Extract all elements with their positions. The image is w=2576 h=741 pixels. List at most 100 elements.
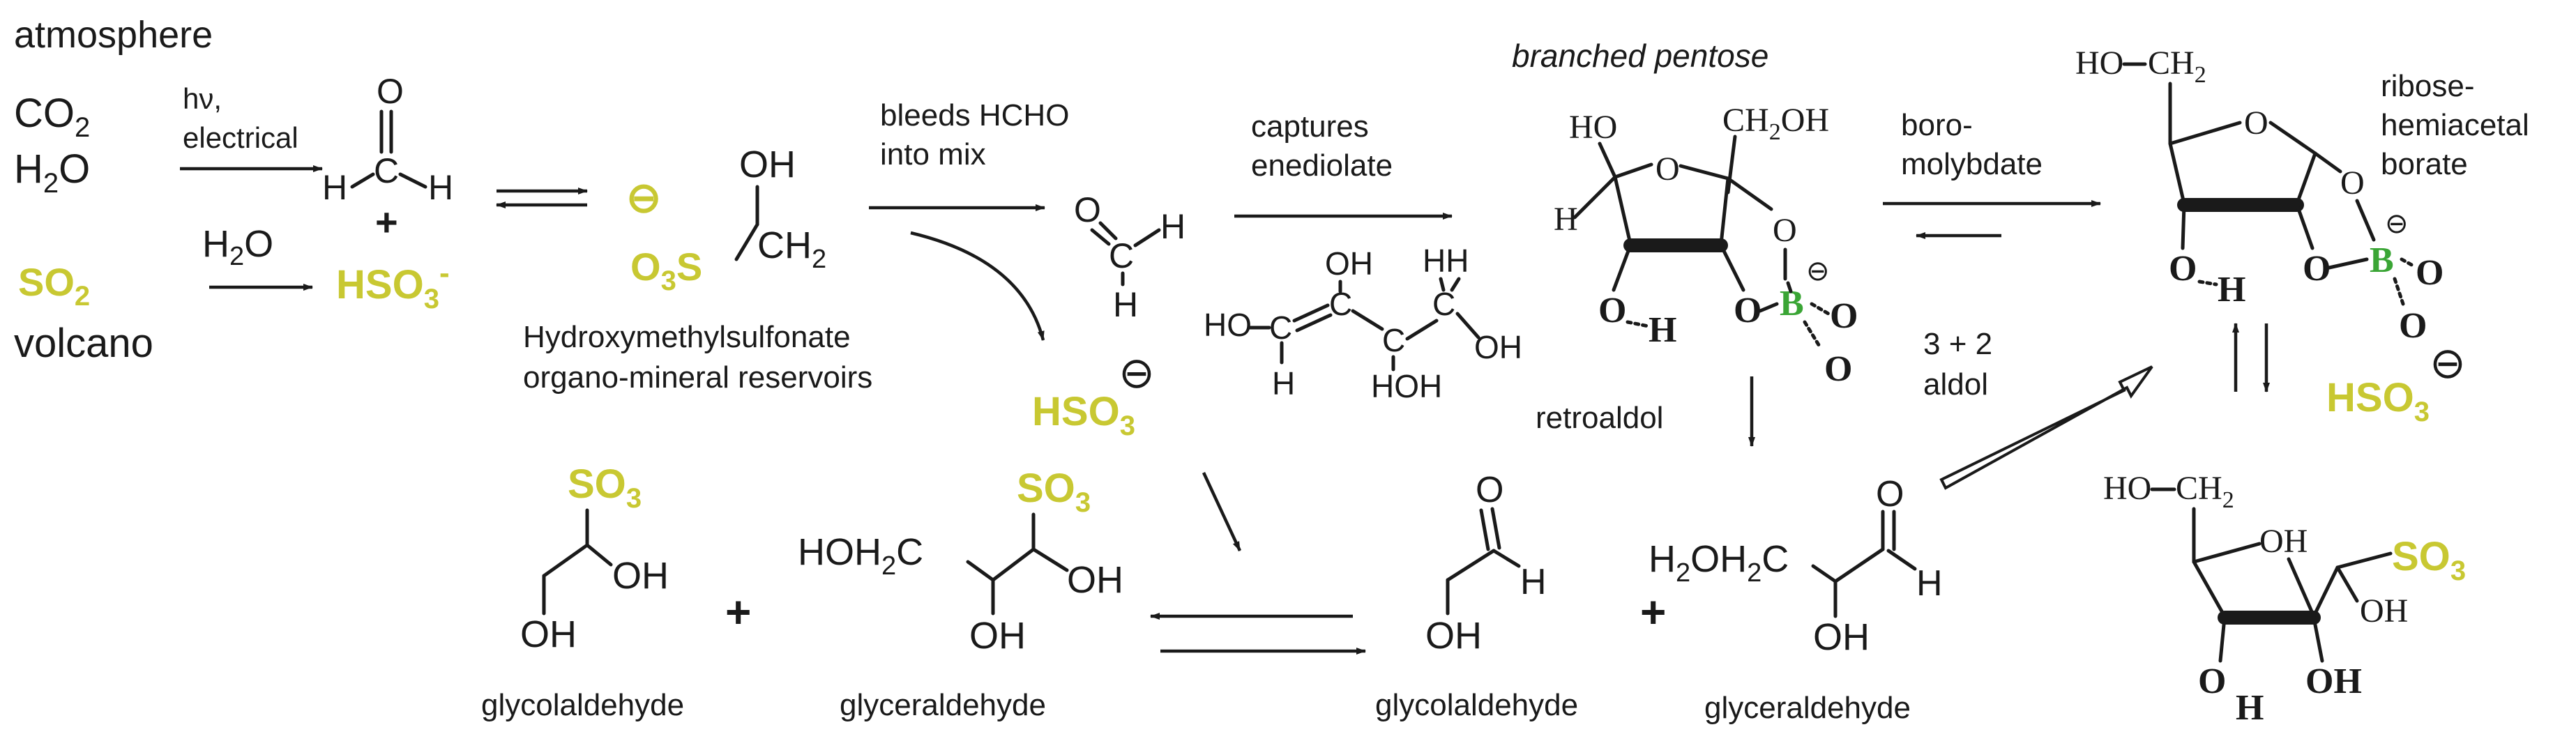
atom-hoh2c: HOH2C bbox=[798, 531, 923, 581]
atom-o: O bbox=[1876, 474, 1904, 514]
boro-label-1: boro- bbox=[1901, 108, 1973, 142]
atom-ho: HO bbox=[2103, 470, 2151, 507]
glyceraldehyde-molecule: H2OH2C OH O H glyceraldehyde bbox=[1649, 474, 1943, 725]
atom-so3: SO3 bbox=[1017, 466, 1091, 518]
atom-oh-2: OH bbox=[2360, 593, 2408, 629]
plus-sign: + bbox=[1640, 587, 1666, 637]
atom-o-ester: O bbox=[1773, 212, 1797, 249]
ribose-borate-molecule: HO CH2 O O ribose- hemiacetal borate O H… bbox=[2075, 45, 2529, 427]
aldol-hollow-arrow bbox=[1939, 365, 2153, 490]
sulfonate-caption-2: organo-mineral reservoirs bbox=[523, 360, 872, 395]
co2-label: CO2 bbox=[14, 91, 90, 143]
ribose-sulfonate-molecule: HO CH2 OH SO3 OH O H OH bbox=[2103, 470, 2466, 728]
atom-o: O bbox=[1476, 470, 1503, 510]
glycolaldehyde-name: glycolaldehyde bbox=[481, 688, 684, 722]
sources-group: atmosphere CO2 H2O SO2 volcano hν, elect… bbox=[14, 14, 323, 366]
atom-o-b2: O bbox=[2399, 306, 2427, 346]
ribose-label-2: hemiacetal bbox=[2381, 108, 2529, 142]
atom-oh-1: OH bbox=[2259, 523, 2308, 560]
atom-o-left: O bbox=[2169, 249, 2197, 289]
atom-c3: C bbox=[1382, 322, 1405, 358]
atom-o-b2: O bbox=[1824, 349, 1852, 389]
glyceraldehyde-sulfonate-molecule: SO3 OH OH HOH2C glyceraldehyde bbox=[798, 466, 1123, 722]
capture-label-1: captures bbox=[1251, 109, 1369, 144]
atom-h-bridge: H bbox=[1649, 310, 1676, 350]
atom-h-bottom: H bbox=[1272, 365, 1295, 402]
atom-oh-2: OH bbox=[520, 613, 577, 655]
electrical-label: electrical bbox=[183, 121, 298, 154]
atom-oh-bottom: OH bbox=[2305, 662, 2362, 701]
atom-ch2: CH2 bbox=[757, 224, 826, 274]
atom-o: O bbox=[377, 72, 404, 111]
ribose-label-3: borate bbox=[2381, 147, 2468, 181]
glycolaldehyde-name: glycolaldehyde bbox=[1375, 688, 1578, 722]
plus-sign: + bbox=[725, 587, 751, 637]
aldol-label-2: aldol bbox=[1923, 367, 1988, 402]
retroaldol-label: retroaldol bbox=[1536, 401, 1663, 435]
atom-h: H bbox=[1520, 562, 1547, 602]
atom-o-b1: O bbox=[2416, 253, 2444, 293]
glycolaldehyde-sulfonate-molecule: SO3 OH OH glycolaldehyde bbox=[481, 461, 684, 722]
hydroxymethylsulfonate-molecule: ⊖ OH CH2 O3S Hydroxymethylsulfonate orga… bbox=[523, 144, 872, 395]
atom-o: O bbox=[1074, 190, 1101, 229]
atom-oh: OH bbox=[739, 144, 796, 185]
atmosphere-label: atmosphere bbox=[14, 14, 213, 56]
atom-c: C bbox=[1109, 236, 1134, 275]
atom-h-left: H bbox=[322, 168, 347, 207]
h2o-label: H2O bbox=[14, 146, 90, 199]
bisulfite-addition-arrow bbox=[1202, 472, 1242, 551]
atom-o-bottom-right: O bbox=[1734, 291, 1761, 330]
atom-ho: HO bbox=[2075, 45, 2123, 82]
atom-h-left: H bbox=[1554, 201, 1578, 238]
equilibrium-arrow-2 bbox=[1150, 613, 1366, 655]
bisulfite-release-arrow bbox=[910, 231, 1045, 341]
atom-oh-right: OH bbox=[1474, 329, 1522, 365]
so2-label: SO2 bbox=[18, 260, 90, 312]
bleed-label-1: bleeds HCHO bbox=[880, 98, 1069, 132]
atom-oh-1: OH bbox=[612, 555, 669, 597]
atom-ho: HO bbox=[1569, 109, 1617, 146]
glyceraldehyde-name: glyceraldehyde bbox=[840, 688, 1046, 722]
pentose-title: branched pentose bbox=[1512, 38, 1768, 74]
bisulfite-ion: HSO3 bbox=[1032, 389, 1135, 441]
glycolaldehyde-molecule: O H OH glycolaldehyde bbox=[1375, 470, 1578, 722]
aldol-label-1: 3 + 2 bbox=[1923, 327, 1992, 361]
enediolate-step: captures enediolate HO C H C OH C HOH C … bbox=[1204, 109, 1522, 404]
formaldehyde-molecule: O C H H + bbox=[322, 72, 453, 244]
atom-ch2: CH2 bbox=[2148, 45, 2206, 88]
plus-sign: + bbox=[375, 200, 398, 244]
ribose-label-1: ribose- bbox=[2381, 69, 2475, 103]
atom-h-bridge: H bbox=[2218, 270, 2245, 310]
atom-h: H bbox=[1916, 563, 1943, 604]
equilibrium-arrow-1 bbox=[496, 188, 588, 208]
borate-step: boro- molybdate 3 + 2 aldol bbox=[1883, 108, 2153, 490]
atom-oh-top: OH bbox=[1325, 245, 1373, 282]
atom-oh: OH bbox=[1813, 616, 1870, 658]
atom-ring-o: O bbox=[2244, 105, 2268, 142]
bleed-label-2: into mix bbox=[880, 137, 986, 171]
atom-o-ester: O bbox=[2340, 165, 2365, 201]
negative-charge: ⊖ bbox=[626, 174, 661, 221]
atom-so3: SO3 bbox=[568, 461, 642, 514]
h2o-arrow-label: H2O bbox=[202, 223, 273, 271]
bleed-step: bleeds HCHO into mix O C H H HSO3 ⊖ bbox=[869, 98, 1185, 441]
boron-charge: ⊖ bbox=[2385, 208, 2409, 239]
negative-charge: ⊖ bbox=[1119, 349, 1155, 397]
hv-label: hν, bbox=[183, 82, 222, 115]
atom-o-b1: O bbox=[1830, 296, 1858, 336]
atom-ch2: CH2 bbox=[2176, 470, 2234, 513]
boron-charge: ⊖ bbox=[1806, 256, 1830, 287]
atom-oh-2: OH bbox=[969, 615, 1026, 657]
atom-c1: C bbox=[1269, 310, 1292, 346]
branched-pentose-molecule: branched pentose HO CH2OH O H O O H O B … bbox=[1512, 38, 1858, 447]
atom-so3: SO3 bbox=[2392, 534, 2466, 586]
capture-label-2: enediolate bbox=[1251, 148, 1393, 183]
bisulfite-ion: HSO3 bbox=[2326, 375, 2430, 427]
bisulfite-ion: HSO3- bbox=[336, 256, 450, 314]
boro-label-2: molybdate bbox=[1901, 147, 2043, 181]
atom-h-bottom: H bbox=[2236, 688, 2264, 728]
sulfonate-caption-1: Hydroxymethylsulfonate bbox=[523, 320, 851, 354]
atom-c4: C bbox=[1432, 286, 1455, 322]
atom-h2oh2c: H2OH2C bbox=[1649, 538, 1789, 588]
